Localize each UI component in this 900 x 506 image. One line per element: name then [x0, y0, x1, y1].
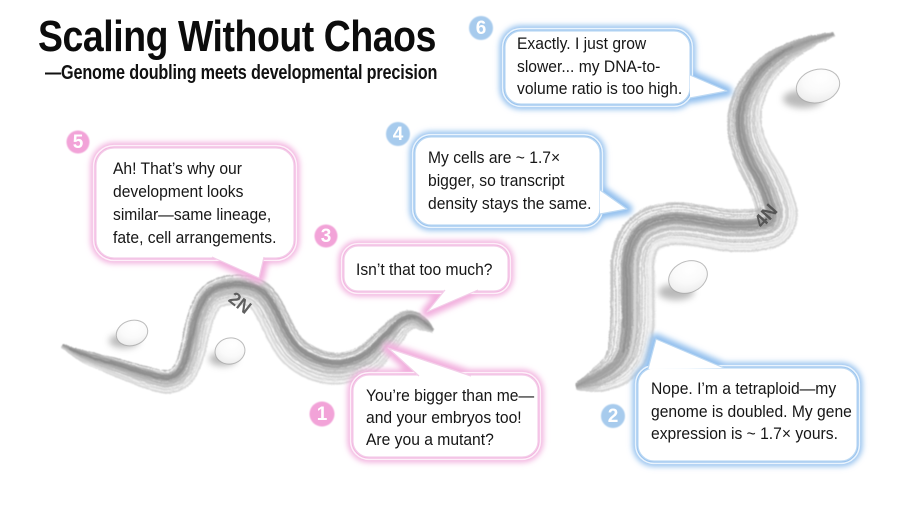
svg-text:6: 6 [476, 18, 487, 39]
svg-text:5: 5 [73, 132, 84, 153]
svg-text:4: 4 [393, 124, 404, 145]
svg-text:3: 3 [321, 226, 332, 247]
svg-text:2: 2 [608, 406, 619, 427]
svg-text:1: 1 [317, 404, 328, 425]
